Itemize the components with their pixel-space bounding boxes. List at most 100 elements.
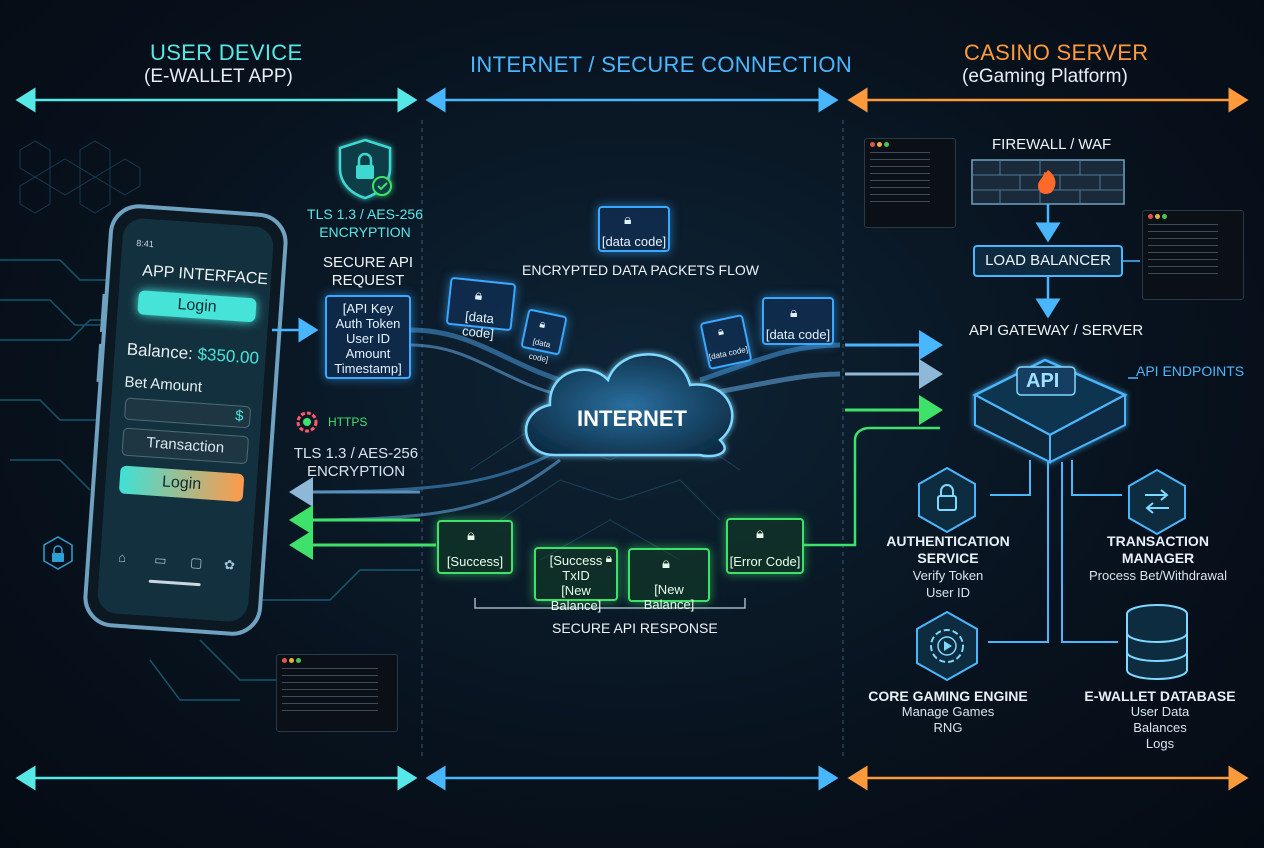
packets-flow-label: ENCRYPTED DATA PACKETS FLOW [522,262,760,278]
service-connectors [988,460,1122,643]
casino-server-subtitle: (eGaming Platform) [962,66,1128,87]
user-device-subtitle: (E-WALLET APP) [144,66,293,87]
request-field-auth-token: Auth Token [335,316,401,331]
data-packet-top: 🔒︎ [data code] [598,206,670,252]
background-hex-pattern [19,140,141,214]
balance-row: Balance: $350.00 [126,340,259,369]
response-success-label: [Success [549,553,603,568]
lock-icon: 🔒︎ [624,211,632,227]
internet-cloud-label: INTERNET [577,406,687,431]
home-icon[interactable]: ⌂ [117,549,127,566]
lock-icon: 🔒︎ [716,325,725,339]
response-success-text: [Success] [446,554,504,569]
request-title-line2: REQUEST [331,272,405,289]
currency-symbol: $ [234,407,245,425]
response-txid-label: TxID [562,568,590,583]
gaming-engine-block: CORE GAMING ENGINE Manage Games RNG [862,688,1034,736]
request-title-line1: SECURE API [322,254,414,271]
encryption-label-bottom: TLS 1.3 / AES-256 ENCRYPTION [286,445,426,481]
lock-icon: 🔒︎ [605,551,612,565]
db-title: E-WALLET DATABASE [1084,688,1236,704]
bet-amount-label: Bet Amount [123,373,203,396]
auth-service-block: AUTHENTICATION SERVICE Verify Token User… [870,533,1026,601]
packet-text: [data code] [765,327,831,342]
response-label: SECURE API RESPONSE [552,620,718,636]
encryption-bottom-line1: TLS 1.3 / AES-256 [293,445,419,462]
tx-desc-line1: Process Bet/Withdrawal [1089,568,1227,583]
packet-text: [data code] [527,336,552,365]
encryption-top-line2: ENCRYPTION [319,224,411,240]
lock-icon: 🔒︎ [538,318,547,331]
phone-clock: 8:41 [135,237,155,250]
app-title: APP INTERFACE [141,262,269,289]
code-window-top-left [864,138,956,228]
lock-icon: 🔒︎ [662,555,670,572]
transaction-manager-icon [1128,468,1186,536]
api-endpoints-label: API ENDPOINTS [1136,363,1245,379]
lock-icon: 🔒︎ [756,525,764,542]
api-badge: API [1026,370,1060,392]
gaming-engine-icon [916,610,978,682]
auth-title-line2: SERVICE [917,550,979,566]
api-server-icon [972,358,1128,464]
bet-amount-input[interactable]: $ [123,397,252,429]
request-field-api-key: [API Key [342,301,394,316]
encryption-bottom-line2: ENCRYPTION [306,463,406,480]
db-desc-line2: Balances [1133,720,1187,735]
auth-desc-line1: Verify Token [912,568,984,583]
db-desc-line3: Logs [1145,736,1175,751]
https-label: HTTPS [328,415,368,429]
settings-icon[interactable]: ✿ [223,556,236,573]
response-new-balance-box: 🔒︎ [New Balance] [628,548,710,612]
database-icon [1126,604,1188,680]
request-field-timestamp: Timestamp] [334,361,402,376]
internet-cloud [524,353,734,458]
code-window-bottom-left [276,654,398,732]
bottom-lock-icon [43,536,73,570]
data-packet-small-left: 🔒︎ [data code] [520,308,568,364]
response-success-txid-box: 🔒︎ [Success TxID [New Balance] [534,547,618,613]
tx-title-line1: TRANSACTION [1107,533,1209,549]
engine-title: CORE GAMING ENGINE [868,688,1028,704]
transaction-manager-block: TRANSACTION MANAGER Process Bet/Withdraw… [1080,533,1236,584]
request-payload-box: [API Key Auth Token User ID Amount Times… [325,295,411,379]
data-packet-left: 🔒︎ [data code] [445,276,517,341]
response-new-balance-label: [New Balance] [550,583,602,613]
balance-value: $350.00 [196,344,260,368]
balance-label: Balance: [126,339,194,364]
wallet-icon[interactable]: ▭ [153,552,168,568]
request-title: SECURE API REQUEST [318,254,418,290]
response-success-box: 🔒︎ [Success] [437,520,513,574]
login-button-top[interactable]: Login [137,290,257,323]
login-button-bottom[interactable]: Login [118,465,245,502]
firewall-label: FIREWALL / WAF [992,136,1112,153]
response-new-balance-text: [New Balance] [643,582,695,612]
response-error-text: [Error Code] [729,554,801,569]
api-gateway-label: API GATEWAY / SERVER [969,322,1144,339]
db-desc-line1: User Data [1130,704,1190,719]
encryption-top-line1: TLS 1.3 / AES-256 [307,206,423,222]
lock-icon: 🔒︎ [467,527,475,544]
engine-desc-line1: Manage Games [901,704,995,719]
response-bracket [474,598,746,609]
code-window-right [1142,210,1244,300]
transaction-field[interactable]: Transaction [121,427,250,465]
internet-zone-title: INTERNET / SECURE CONNECTION [470,52,853,77]
user-device-title: USER DEVICE [150,40,303,65]
home-indicator [148,579,201,587]
phone-nav-bar: ⌂ ▭ ▢ ✿ [113,549,244,578]
circuit-traces [0,259,420,711]
casino-server-title: CASINO SERVER [964,40,1149,65]
request-field-user-id: User ID [345,331,391,346]
packet-text: [data code] [708,344,749,362]
chat-icon[interactable]: ▢ [189,554,203,571]
firewall-icon [971,159,1125,205]
https-icon [296,411,318,433]
auth-service-icon [918,466,976,534]
load-balancer-label: LOAD BALANCER [985,252,1111,269]
packet-text: [data code] [601,234,667,249]
engine-desc-line2: RNG [933,720,963,735]
request-field-amount: Amount [345,346,391,361]
auth-desc-line2: User ID [925,585,971,600]
data-packet-right: 🔒︎ [data code] [762,297,834,345]
